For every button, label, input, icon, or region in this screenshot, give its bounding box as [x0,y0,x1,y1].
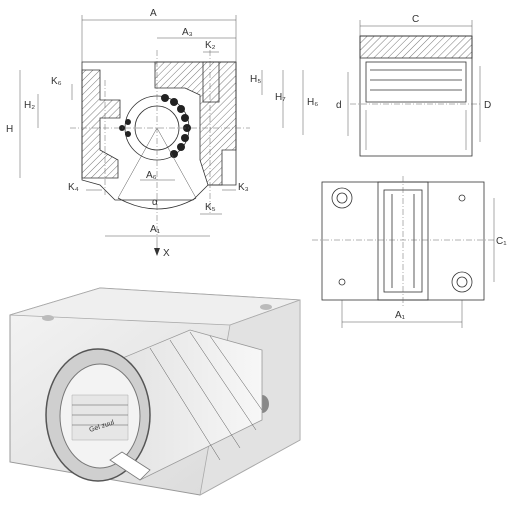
dim-A3: A₃ [182,27,193,38]
top-view: C₁ A₁ [312,176,507,328]
dim-K2: K₂ [205,40,216,51]
dim-K3: K₃ [238,182,249,193]
side-view: C d D [336,14,491,157]
dim-H5: H₅ [250,74,261,85]
dim-H2: H₂ [24,100,35,111]
ball-circuit [119,94,191,158]
dim-H7: H₇ [275,92,286,103]
view-arrow-X: X [163,248,170,259]
dim-C1: C₁ [496,236,507,247]
dim-d: d [336,100,342,111]
front-view: A A₃ K₂ K₆ H₅ H₇ H₆ H₂ H K₄ A₆ K₃ α K₅ A… [6,8,318,259]
bearing-rings [149,331,263,461]
dim-A1-top: A₁ [395,310,406,321]
dim-K6: K₆ [51,76,62,87]
rolling-elements [370,69,462,91]
dim-A1: A₁ [150,224,161,235]
dim-K4: K₄ [68,182,79,193]
dim-K5: K₅ [205,202,216,213]
dim-A6: A₆ [146,170,157,181]
dim-C: C [412,14,419,25]
housing-render: Gel zuul [9,287,301,496]
dim-H: H [6,124,13,135]
dim-A: A [150,8,157,19]
dim-D: D [484,100,491,111]
dim-alpha: α [152,197,158,208]
dim-H6: H₆ [307,97,318,108]
